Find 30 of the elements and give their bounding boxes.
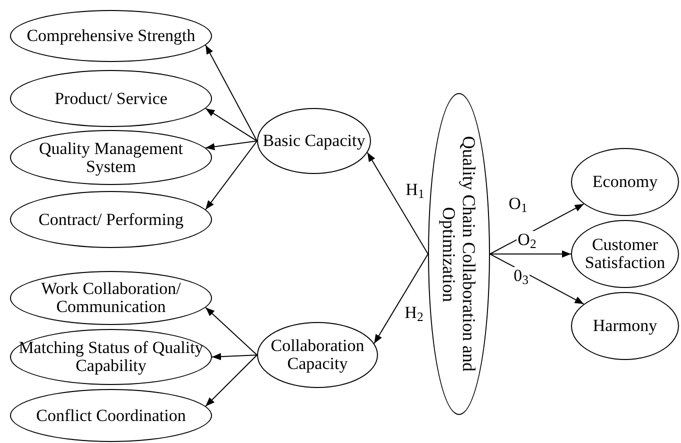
edge-label: 0$_{3}$: [512, 267, 530, 285]
arrow: [205, 44, 258, 142]
node-label: Product/ Service: [54, 90, 168, 108]
arrow: [205, 354, 258, 407]
arrow: [205, 306, 258, 356]
arrow: [374, 254, 428, 344]
node-label: Comprehensive Strength: [26, 27, 196, 45]
edge-label: H$_{2}$: [404, 304, 424, 322]
node-label: Contract/ Performing: [38, 210, 184, 228]
node-label: Economy: [591, 173, 659, 191]
arrow: [205, 140, 258, 150]
edge-label: H$_{1}$: [404, 181, 426, 199]
node-label: Conflict Coordination: [35, 406, 187, 424]
node-label: Quality Chain Collaboration and Optimization: [439, 135, 479, 374]
arrow: [205, 140, 258, 210]
node-label: Quality Management System: [38, 140, 184, 176]
node-label: Harmony: [592, 317, 658, 335]
node-label: Basic Capacity: [262, 132, 366, 150]
node-label: Matching Status of Quality Capability: [18, 339, 204, 375]
arrow: [205, 108, 258, 142]
arrow: [212, 353, 258, 360]
node-label: Customer Satisfaction: [584, 236, 666, 272]
arrow: [490, 254, 584, 305]
arrow: [490, 203, 584, 254]
node-label: Work Collaboration/ Communication: [40, 280, 182, 316]
edge-label: O$_{1}$: [508, 195, 528, 213]
node-label: Collaboration Capacity: [270, 337, 366, 373]
arrow: [490, 250, 572, 258]
arrow: [366, 152, 428, 254]
edge-label: O$_{2}$: [516, 231, 538, 249]
